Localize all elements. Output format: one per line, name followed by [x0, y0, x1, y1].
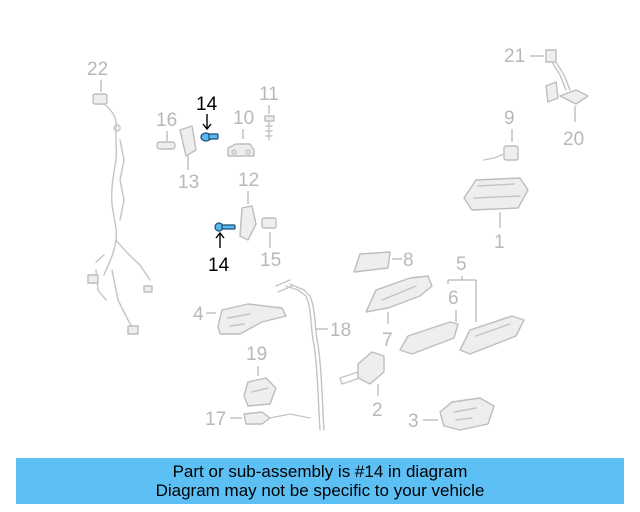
callout-16: 16 [156, 110, 177, 131]
callout-20: 20 [563, 129, 584, 150]
callout-17: 17 [205, 409, 226, 430]
part-12-clip: 12 [238, 170, 259, 241]
callout-5: 5 [456, 254, 467, 275]
callout-3: 3 [408, 411, 419, 432]
part-21-bracket: 21 [504, 46, 571, 103]
callout-1: 1 [494, 232, 505, 253]
callout-21: 21 [504, 46, 525, 67]
part-1-handle-housing: 1 [463, 177, 529, 253]
part-14-bolt-lower: 14 [208, 222, 236, 276]
callout-15: 15 [260, 250, 281, 271]
callout-22: 22 [87, 59, 108, 80]
callout-19: 19 [246, 344, 267, 365]
part-4-trim-panel: 4 [193, 303, 287, 335]
part-11-screw: 11 [259, 84, 279, 141]
part-8-bezel: 8 [353, 250, 414, 273]
part-6-trim-strip: 6 [399, 288, 459, 355]
callout-13: 13 [178, 172, 199, 193]
part-15-pad: 15 [260, 217, 281, 271]
callout-18: 18 [330, 320, 351, 341]
callout-14-lower: 14 [208, 255, 230, 276]
part-13-bracket: 13 [178, 125, 199, 193]
callout-6: 6 [448, 288, 459, 309]
part-5-trim-assembly: 5 [447, 254, 477, 322]
part-22-wiring-harness: 22 [87, 59, 153, 335]
part-3-latch: 3 [408, 397, 495, 432]
callout-9: 9 [504, 108, 515, 129]
banner-line-1: Part or sub-assembly is #14 in diagram [172, 462, 468, 481]
part-2-lock-actuator: 2 [339, 351, 385, 421]
part-20-striker: 20 [559, 89, 589, 150]
part-19-actuator: 19 [243, 344, 277, 407]
banner-line-2: Diagram may not be specific to your vehi… [155, 481, 485, 500]
callout-2: 2 [372, 400, 383, 421]
part-10-hinge: 10 [227, 108, 255, 157]
callout-8: 8 [403, 250, 414, 271]
callout-4: 4 [193, 304, 204, 325]
part-5-trim-strip-outer [459, 315, 525, 355]
callout-14-upper: 14 [196, 94, 218, 115]
callout-12: 12 [238, 170, 259, 191]
part-7-inner-handle: 7 [365, 275, 433, 351]
part-17-cable-end: 17 [205, 409, 311, 430]
info-banner: Part or sub-assembly is #14 in diagram D… [16, 458, 624, 504]
part-9-switch: 9 [483, 108, 519, 161]
callout-7: 7 [382, 330, 393, 351]
callout-10: 10 [233, 108, 254, 129]
part-16-plug: 16 [156, 110, 177, 150]
callout-11: 11 [259, 84, 279, 105]
part-14-bolt-upper: 14 [196, 94, 219, 142]
part-18-rod: 18 [275, 279, 351, 431]
